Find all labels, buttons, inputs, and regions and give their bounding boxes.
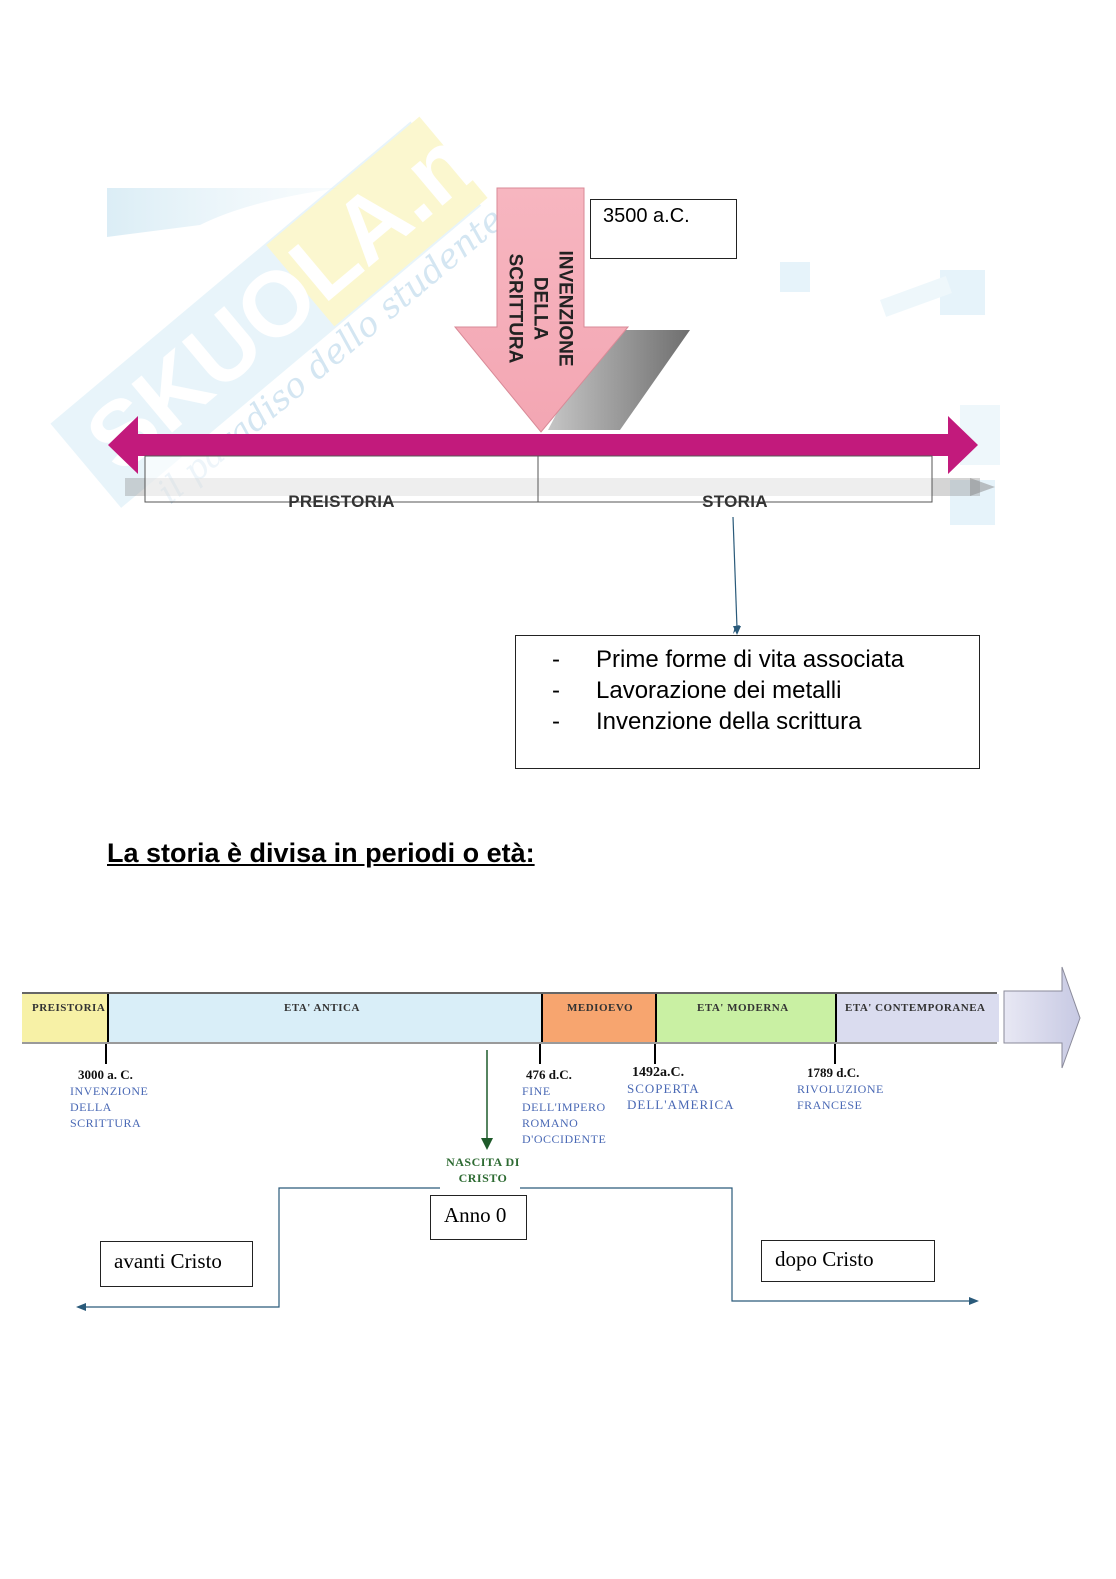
list-item: Lavorazione dei metalli: [516, 675, 979, 706]
period-eta-contemporanea: ETA' CONTEMPORANEA: [835, 994, 999, 1042]
period-preistoria: PREISTORIA: [22, 994, 107, 1042]
timeline-right-head: [948, 416, 978, 474]
storia-box: [537, 455, 933, 503]
period-eta-antica: ETA' ANTICA: [107, 994, 543, 1042]
section-title: La storia è divisa in periodi o età:: [107, 838, 535, 868]
event-1789: 1789 d.C. RIVOLUZIONE FRANCESE: [797, 1065, 884, 1112]
storia-label: STORIA: [702, 492, 768, 511]
event-1492: 1492a.C. SCOPERTA DELL'AMERICA: [627, 1065, 735, 1112]
list-item: Prime forme di vita associata: [516, 644, 979, 675]
date-box-text: 3500 a.C.: [603, 205, 690, 227]
list-item: Invenzione della scrittura: [516, 706, 979, 737]
future-arrow: [1003, 966, 1081, 1069]
timeline-left-head: [108, 416, 138, 474]
event-476-dc: 476 d.C. FINE DELL'IMPERO ROMANO D'OCCID…: [522, 1067, 607, 1146]
date-box: 3500 a.C.: [590, 199, 737, 259]
timeline-bar: [133, 434, 953, 456]
storia-features-box: Prime forme di vita associata Lavorazion…: [515, 635, 980, 769]
period-eta-moderna: ETA' MODERNA: [655, 994, 837, 1042]
event-3000-ac: 3000 a. C. INVENZIONE DELLA SCRITTURA: [70, 1067, 149, 1130]
year-zero-box: Anno 0: [430, 1195, 527, 1240]
birth-of-christ-label: NASCITA DI CRISTO: [446, 1155, 520, 1185]
before-christ-box: avanti Cristo: [100, 1241, 253, 1287]
period-medioevo: MEDIOEVO: [541, 994, 657, 1042]
periods-bar: PREISTORIA ETA' ANTICA MEDIOEVO ETA' MOD…: [22, 992, 999, 1044]
writing-invention-arrow: [453, 187, 630, 433]
after-christ-box: dopo Cristo: [761, 1240, 935, 1282]
preistoria-label: PREISTORIA: [288, 492, 395, 511]
preistoria-box: [144, 455, 539, 503]
